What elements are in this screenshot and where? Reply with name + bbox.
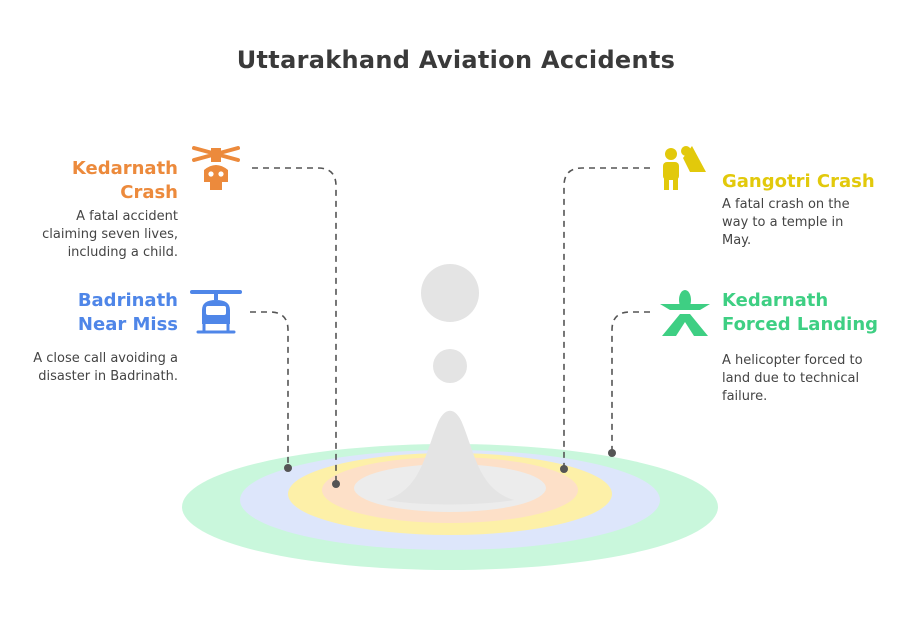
gangotri-crash-description: A fatal crash on the way to a temple in … — [722, 197, 850, 248]
kedarnath-forced-landing-heading: Kedarnath Forced Landing — [722, 290, 879, 335]
connector-dot — [560, 465, 568, 473]
page-title: Uttarakhand Aviation Accidents — [236, 46, 676, 74]
gangotri-crash-heading: Gangotri Crash — [722, 171, 875, 192]
badrinath-near-miss-description: A close call avoiding a disaster in Badr… — [33, 351, 178, 384]
helicopter-icon — [190, 290, 242, 334]
connector-dot — [608, 449, 616, 457]
connector-badrinath — [250, 311, 289, 468]
water-splash — [386, 410, 514, 505]
connector-dot — [332, 480, 340, 488]
worker-crash-icon — [663, 146, 706, 190]
connector-kedarnath-crash — [252, 167, 337, 484]
droplet-small — [433, 349, 467, 383]
connector-forced-landing — [611, 311, 650, 453]
connector-gangotri — [563, 167, 650, 469]
kedarnath-crash-heading: Kedarnath Crash — [71, 158, 178, 203]
plane-landing-icon — [660, 290, 710, 336]
connector-dot — [284, 464, 292, 472]
droplet-large — [421, 264, 479, 322]
badrinath-near-miss-heading: Badrinath Near Miss — [77, 290, 178, 335]
kedarnath-forced-landing-description: A helicopter forced to land due to techn… — [722, 353, 863, 404]
skull-helicopter-icon — [192, 146, 240, 190]
kedarnath-crash-description: A fatal accident claiming seven lives, i… — [42, 209, 178, 260]
